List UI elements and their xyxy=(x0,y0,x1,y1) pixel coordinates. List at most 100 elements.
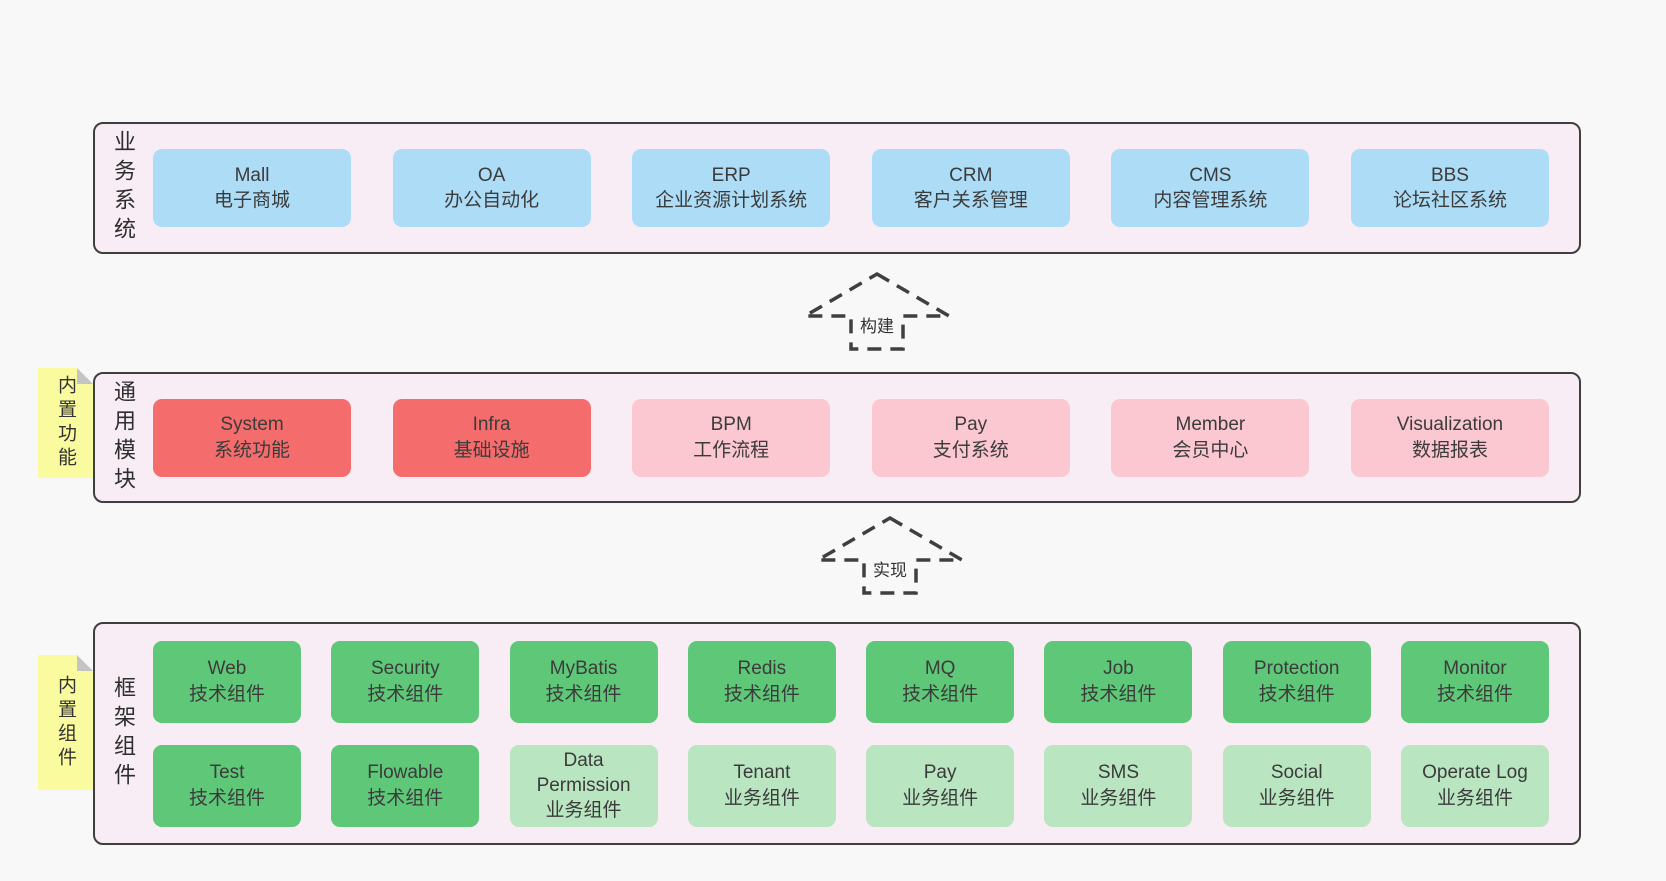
box-security: Security 技术组件 xyxy=(331,640,480,723)
box-title: MyBatis xyxy=(549,658,618,680)
box-pay-component: Pay 业务组件 xyxy=(866,744,1015,827)
box-system: System 系统功能 xyxy=(153,398,351,477)
components-row-2: Test 技术组件 Flowable 技术组件 Data Permission … xyxy=(153,744,1549,827)
box-job: Job 技术组件 xyxy=(1044,640,1193,723)
box-test: Test 技术组件 xyxy=(153,744,301,827)
components-box-rows: Web 技术组件 Security 技术组件 MyBatis 技术组件 Redi… xyxy=(151,624,1579,843)
box-subtitle: 数据报表 xyxy=(1411,439,1488,461)
box-tenant: Tenant 业务组件 xyxy=(687,744,836,827)
folded-corner-icon xyxy=(77,368,93,384)
box-flowable: Flowable 技术组件 xyxy=(331,744,480,827)
box-subtitle: 工作流程 xyxy=(693,439,770,461)
box-erp: ERP 企业资源计划系统 xyxy=(632,149,831,227)
box-title: Monitor xyxy=(1443,658,1507,680)
box-subtitle: 办公自动化 xyxy=(444,190,540,211)
box-mq: MQ 技术组件 xyxy=(866,640,1015,723)
box-title: Mall xyxy=(234,164,270,186)
box-title: OA xyxy=(477,164,506,186)
box-sms: SMS 业务组件 xyxy=(1044,744,1193,827)
box-title: Operate Log xyxy=(1422,762,1528,784)
box-bpm: BPM 工作流程 xyxy=(632,398,831,477)
box-operate-log: Operate Log 业务组件 xyxy=(1400,744,1549,827)
box-visualization: Visualization 数据报表 xyxy=(1350,398,1549,477)
box-subtitle: 业务组件 xyxy=(1080,787,1157,809)
box-title: Visualization xyxy=(1396,414,1504,436)
box-oa: OA 办公自动化 xyxy=(392,149,591,227)
build-arrow: 构建 xyxy=(797,270,957,352)
box-subtitle: 技术组件 xyxy=(902,683,979,705)
band-business-systems: 业务系统 Mall 电子商城 OA 办公自动化 ERP 企业资源计划系统 CRM… xyxy=(93,122,1581,254)
build-arrow-label: 构建 xyxy=(855,312,899,337)
box-protection: Protection 技术组件 xyxy=(1222,640,1371,723)
box-subtitle: 客户关系管理 xyxy=(913,190,1028,211)
components-row-1: Web 技术组件 Security 技术组件 MyBatis 技术组件 Redi… xyxy=(153,640,1549,723)
box-infra: Infra 基础设施 xyxy=(392,398,591,477)
box-mall: Mall 电子商城 xyxy=(153,149,351,227)
implement-arrow-label: 实现 xyxy=(868,556,912,581)
box-monitor: Monitor 技术组件 xyxy=(1400,640,1549,723)
box-title: Social xyxy=(1270,762,1323,784)
sticky-note-text: 内置功能 xyxy=(55,375,76,471)
box-title: Member xyxy=(1175,414,1246,436)
band-label-components: 框架组件 xyxy=(111,675,136,792)
sticky-note-built-in-components: 内置组件 xyxy=(38,655,93,790)
box-subtitle: 会员中心 xyxy=(1172,439,1249,461)
box-title: Infra xyxy=(472,414,511,436)
box-title: Redis xyxy=(737,658,787,680)
modules-box-row: System 系统功能 Infra 基础设施 BPM 工作流程 Pay 支付系统… xyxy=(151,374,1579,501)
box-redis: Redis 技术组件 xyxy=(687,640,836,723)
business-box-row: Mall 电子商城 OA 办公自动化 ERP 企业资源计划系统 CRM 客户关系… xyxy=(151,124,1579,252)
box-subtitle: 业务组件 xyxy=(1436,787,1513,809)
box-subtitle: 技术组件 xyxy=(1080,683,1157,705)
box-title: SMS xyxy=(1097,762,1139,784)
box-social: Social 业务组件 xyxy=(1222,744,1371,827)
box-title: BPM xyxy=(710,414,752,436)
box-title: CMS xyxy=(1189,164,1232,186)
box-subtitle: 内容管理系统 xyxy=(1153,190,1268,211)
box-subtitle: 技术组件 xyxy=(188,787,265,809)
box-title: Security xyxy=(370,658,440,680)
box-subtitle: 业务组件 xyxy=(902,787,979,809)
box-subtitle: 技术组件 xyxy=(188,683,265,705)
box-title: Test xyxy=(209,762,245,784)
box-web: Web 技术组件 xyxy=(153,640,301,723)
box-title: Protection xyxy=(1253,658,1340,680)
box-subtitle: 业务组件 xyxy=(723,787,800,809)
box-crm: CRM 客户关系管理 xyxy=(871,149,1070,227)
box-subtitle: 电子商城 xyxy=(213,190,290,211)
box-member: Member 会员中心 xyxy=(1111,398,1310,477)
box-subtitle: 论坛社区系统 xyxy=(1392,190,1507,211)
folded-corner-icon xyxy=(77,655,93,671)
box-title: ERP xyxy=(711,164,751,186)
box-title: Data Permission xyxy=(536,749,631,796)
band-label-modules: 通用模块 xyxy=(111,379,136,496)
box-title: System xyxy=(220,414,284,436)
box-cms: CMS 内容管理系统 xyxy=(1111,149,1310,227)
box-mybatis: MyBatis 技术组件 xyxy=(509,640,658,723)
box-subtitle: 企业资源计划系统 xyxy=(655,190,808,211)
box-subtitle: 支付系统 xyxy=(932,439,1009,461)
box-title: Job xyxy=(1103,658,1134,680)
box-data-permission: Data Permission 业务组件 xyxy=(509,744,658,827)
box-subtitle: 业务组件 xyxy=(1258,787,1335,809)
sticky-note-built-in-features: 内置功能 xyxy=(38,368,93,478)
box-subtitle: 业务组件 xyxy=(545,800,622,822)
sticky-note-text: 内置组件 xyxy=(55,674,76,771)
box-subtitle: 技术组件 xyxy=(723,683,800,705)
box-title: CRM xyxy=(949,164,993,186)
band-label-business: 业务系统 xyxy=(111,130,136,246)
band-framework-components: 框架组件 Web 技术组件 Security 技术组件 MyBatis 技术组件… xyxy=(93,622,1581,845)
implement-arrow: 实现 xyxy=(810,514,970,596)
box-subtitle: 技术组件 xyxy=(1436,683,1513,705)
box-title: Flowable xyxy=(367,762,444,784)
band-common-modules: 通用模块 System 系统功能 Infra 基础设施 BPM 工作流程 Pay… xyxy=(93,372,1581,503)
box-title: MQ xyxy=(924,658,956,680)
box-title: Pay xyxy=(954,414,988,436)
up-arrow-icon xyxy=(798,271,956,351)
box-subtitle: 基础设施 xyxy=(453,439,530,461)
box-pay-module: Pay 支付系统 xyxy=(871,398,1070,477)
box-subtitle: 技术组件 xyxy=(1258,683,1335,705)
box-title: Web xyxy=(207,658,247,680)
box-title: BBS xyxy=(1430,164,1469,186)
